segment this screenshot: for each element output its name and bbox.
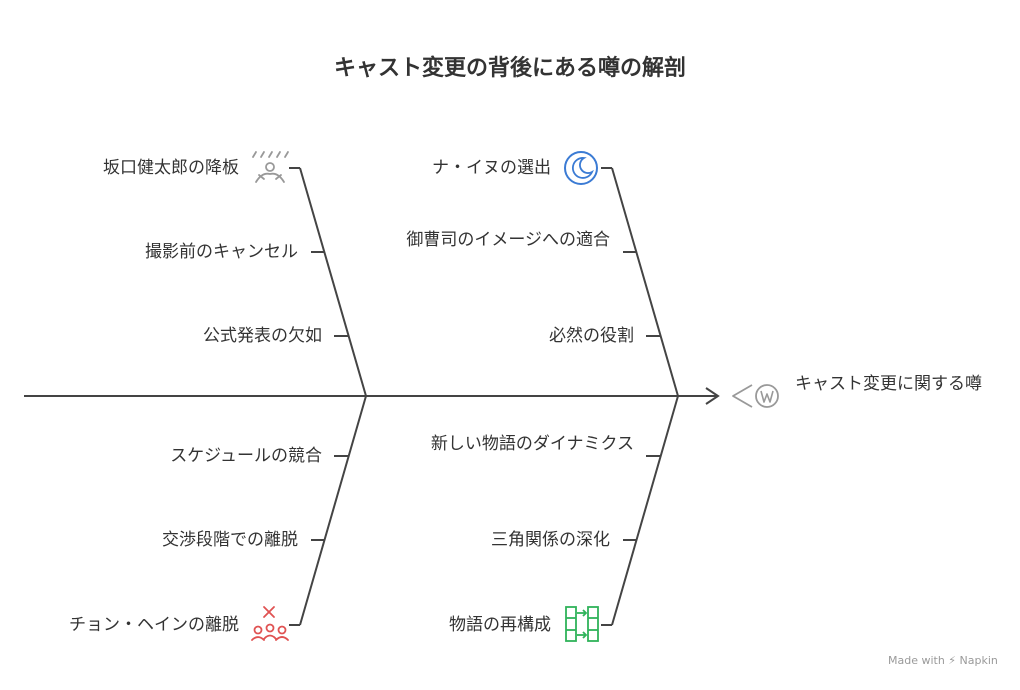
rib-bottom-right bbox=[611, 395, 679, 626]
napkin-watermark[interactable]: Made with ⚡ Napkin bbox=[888, 654, 998, 667]
group-removed-icon bbox=[251, 606, 289, 641]
moon-circle-icon bbox=[564, 151, 598, 185]
cause-top-right-3: 必然の役割 bbox=[549, 326, 634, 346]
rib-top-left bbox=[299, 167, 367, 397]
cause-top-right-2: 御曹司のイメージへの適合 bbox=[406, 230, 610, 250]
cause-bottom-left-3: チョン・ヘインの離脱 bbox=[69, 615, 239, 635]
cause-top-left-2: 撮影前のキャンセル bbox=[145, 242, 298, 262]
cause-bottom-left-2: 交渉段階での離脱 bbox=[162, 530, 298, 550]
cause-bottom-right-3: 物語の再構成 bbox=[449, 615, 551, 635]
rib-top-right bbox=[611, 167, 679, 397]
spine-arrowhead bbox=[705, 387, 720, 405]
effect-label: キャスト変更に関する噂 bbox=[795, 374, 982, 394]
cause-top-right-1: ナ・イヌの選出 bbox=[432, 158, 551, 178]
rib-bottom-left bbox=[299, 395, 367, 626]
megaphone-w-icon bbox=[732, 384, 779, 408]
cause-top-left-3: 公式発表の欠如 bbox=[203, 326, 322, 346]
cause-top-left-1: 坂口健太郎の降板 bbox=[103, 158, 239, 178]
cause-bottom-right-1: 新しい物語のダイナミクス bbox=[430, 434, 634, 454]
person-rain-icon bbox=[252, 151, 289, 183]
cause-bottom-left-1: スケジュールの競合 bbox=[170, 446, 322, 466]
restructure-icon bbox=[565, 606, 599, 642]
cause-bottom-right-2: 三角関係の深化 bbox=[491, 530, 610, 550]
diagram-title: キャスト変更の背後にある噂の解剖 bbox=[333, 56, 686, 81]
